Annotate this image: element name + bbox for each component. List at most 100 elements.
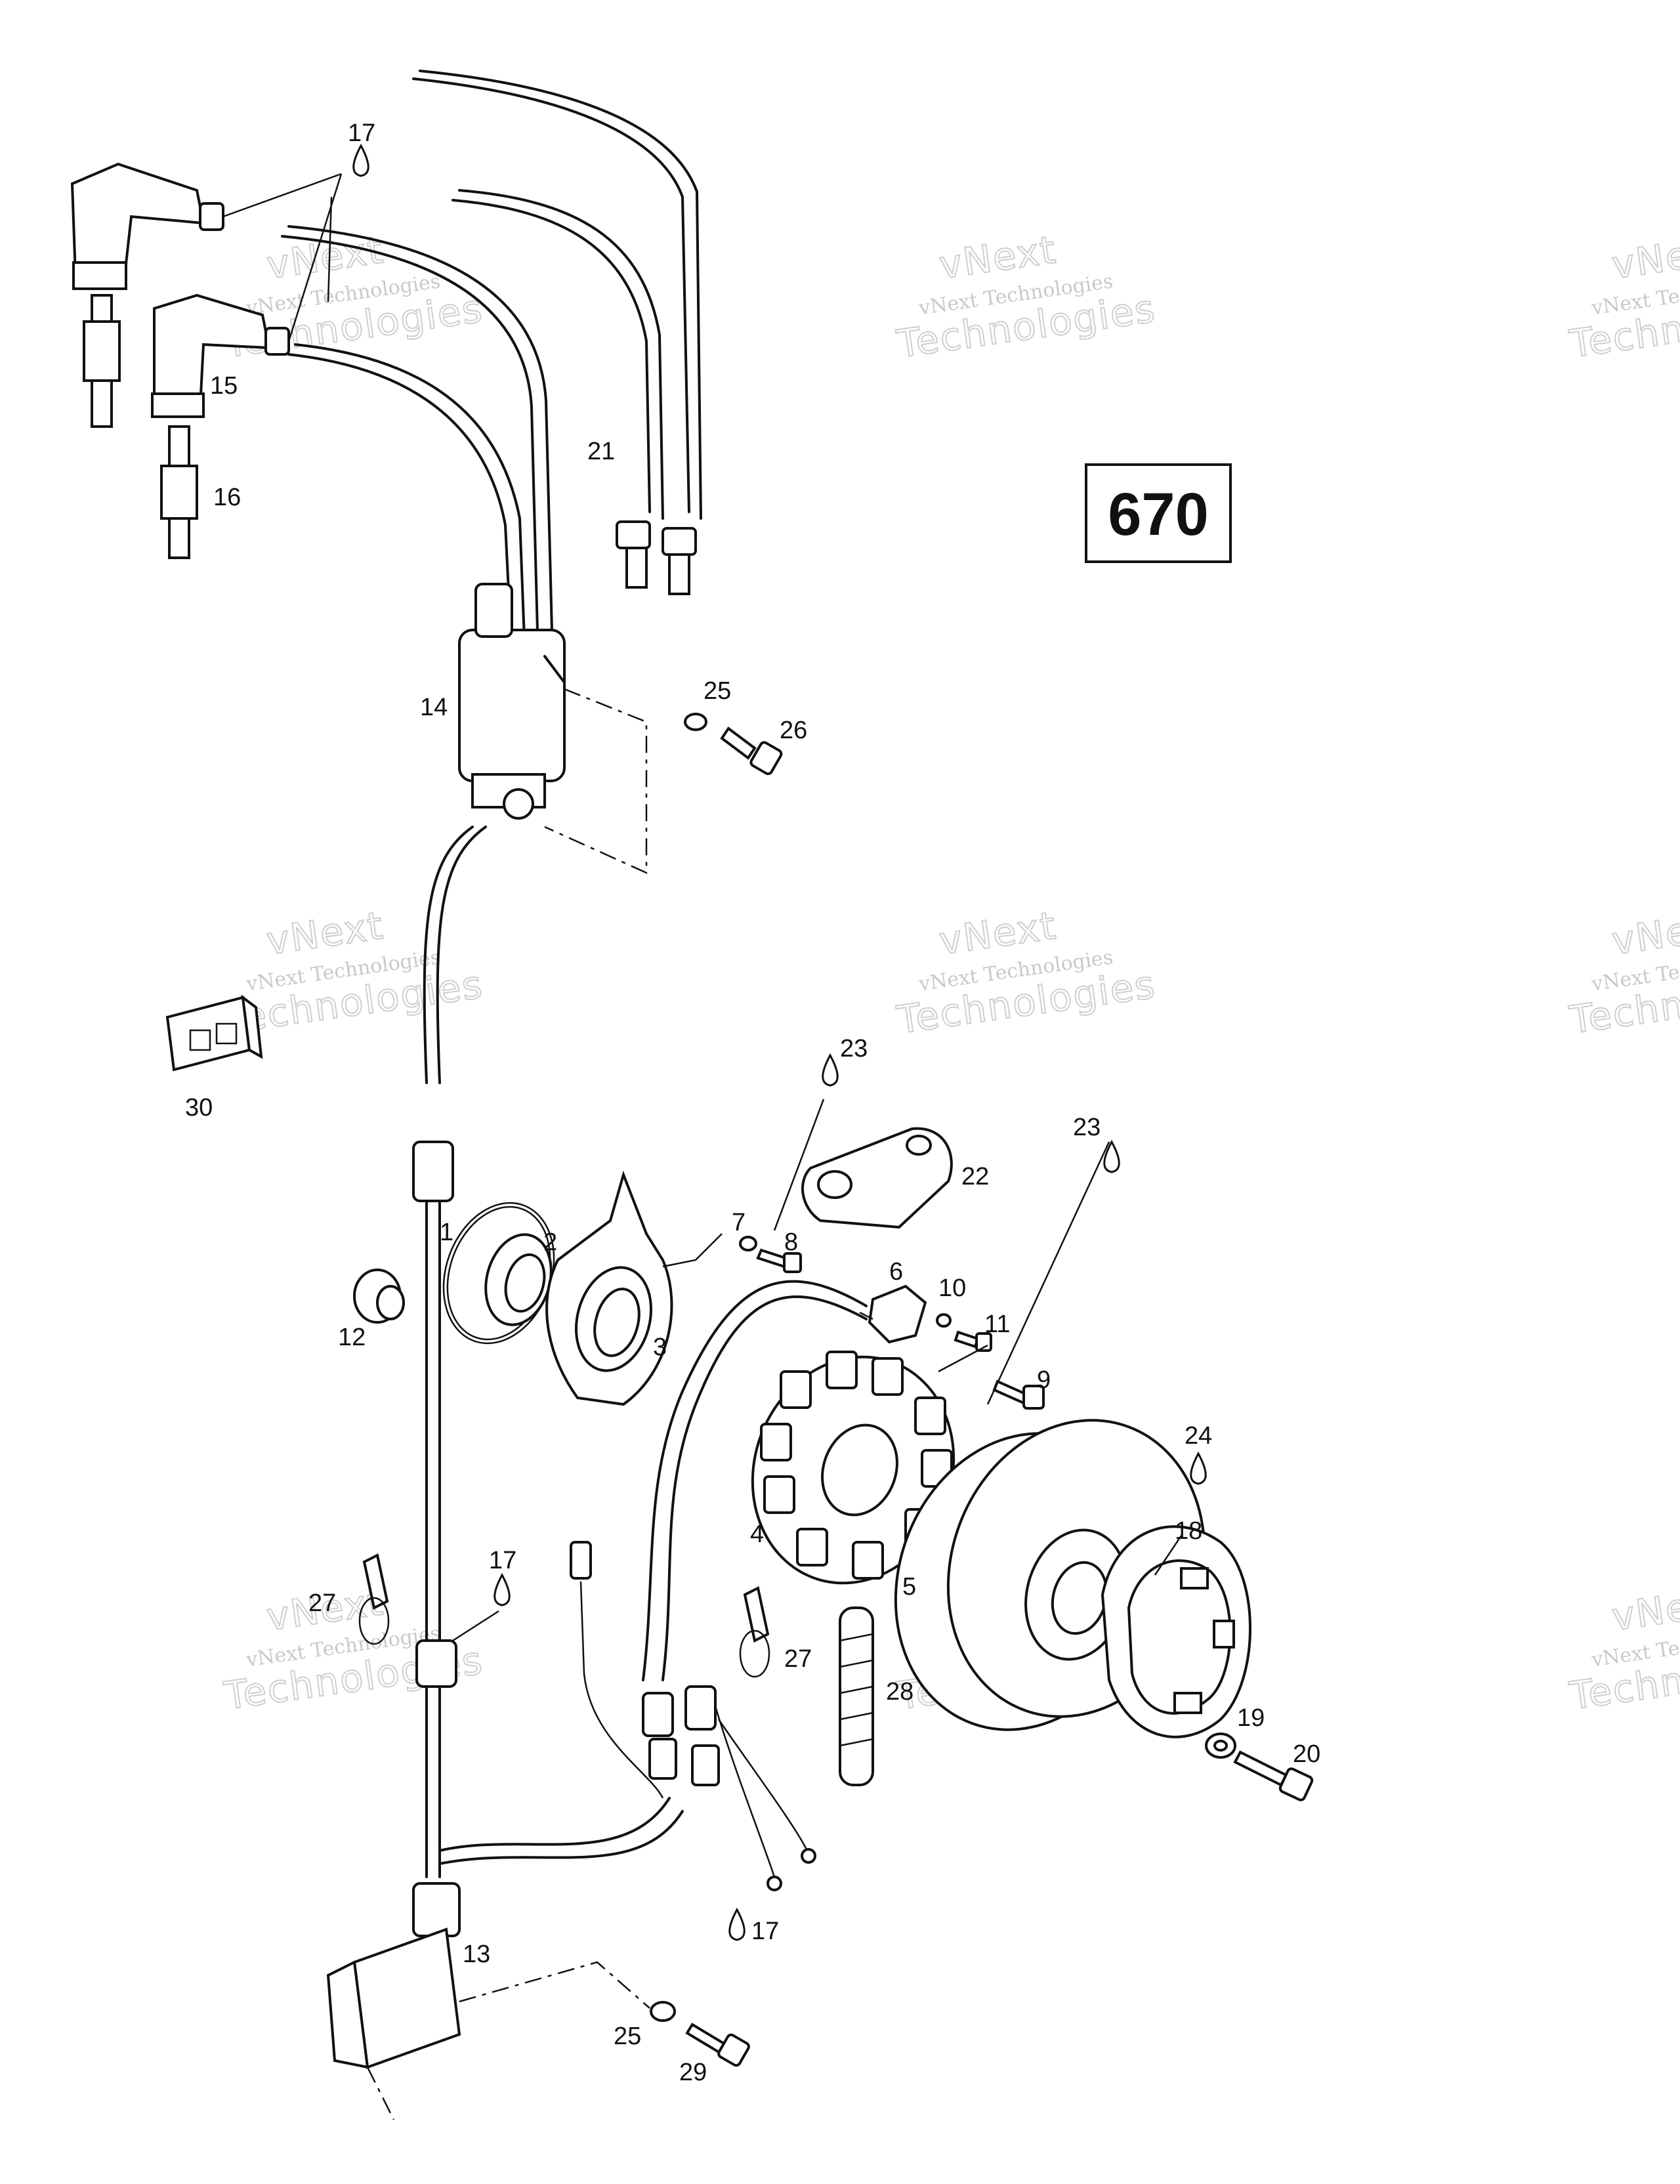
svg-text:24: 24 [1185, 1422, 1212, 1450]
oil-drop-icon [494, 1572, 511, 1606]
callout-27-left[interactable]: 27 [308, 1589, 336, 1617]
callout-8[interactable]: 8 [784, 1228, 798, 1256]
callout-23-left[interactable]: 23 [840, 1035, 868, 1062]
svg-text:8: 8 [784, 1228, 798, 1256]
cdi-mounting-line [366, 1961, 650, 2120]
leader-17-top [222, 173, 343, 342]
svg-text:6: 6 [889, 1258, 903, 1286]
callout-20[interactable]: 20 [1293, 1740, 1320, 1768]
ring-gear [1101, 1525, 1251, 1738]
trigger-coil-cover [801, 1127, 953, 1229]
oil-drop-icon [1190, 1451, 1207, 1485]
screw [756, 1248, 802, 1273]
svg-text:13: 13 [463, 1941, 490, 1968]
callout-27-right[interactable]: 27 [784, 1645, 812, 1673]
callout-4[interactable]: 4 [750, 1521, 764, 1548]
callout-30[interactable]: 30 [185, 1094, 213, 1122]
page-badge: 670 [1085, 463, 1232, 563]
watermark: vNext vNext Technologies Technologies [893, 902, 1159, 1043]
callout-24[interactable]: 24 [1185, 1422, 1212, 1450]
spark-plug-lower [160, 425, 198, 559]
callout-28[interactable]: 28 [886, 1678, 914, 1706]
trigger-coil [859, 1284, 927, 1344]
bolt-top [720, 726, 783, 776]
svg-text:10: 10 [938, 1274, 966, 1302]
svg-text:29: 29 [679, 2059, 707, 2086]
callout-17-top[interactable]: 17 [348, 119, 375, 147]
svg-text:670: 670 [1108, 481, 1209, 548]
svg-text:vNext: vNext [1609, 1579, 1680, 1639]
washer-top [684, 713, 707, 731]
svg-text:27: 27 [308, 1589, 336, 1617]
grommet [353, 1269, 405, 1324]
callout-7[interactable]: 7 [732, 1209, 746, 1236]
callout-17-mid[interactable]: 17 [489, 1547, 516, 1574]
callout-25-top[interactable]: 25 [704, 677, 731, 705]
callout-3[interactable]: 3 [653, 1334, 667, 1361]
leader-17-mid [452, 1610, 499, 1642]
connector-housing [165, 994, 263, 1072]
wire-harness [415, 1200, 816, 1891]
svg-text:14: 14 [420, 694, 448, 721]
callout-18[interactable]: 18 [1175, 1517, 1202, 1545]
magneto-housing [545, 1170, 673, 1406]
leader-18 [1154, 1535, 1183, 1576]
svg-text:vNext: vNext [936, 903, 1059, 963]
svg-text:9: 9 [1037, 1366, 1051, 1394]
washer [739, 1236, 757, 1251]
svg-text:vNext: vNext [936, 227, 1059, 287]
svg-text:25: 25 [614, 2023, 641, 2050]
bolt-bottom [685, 2023, 750, 2067]
spark-plug-cap-upper [70, 162, 224, 290]
callout-14[interactable]: 14 [420, 694, 448, 721]
oil-drop-icon [352, 143, 369, 177]
svg-text:1: 1 [440, 1219, 453, 1246]
callout-21[interactable]: 21 [587, 438, 615, 465]
callout-10[interactable]: 10 [938, 1274, 966, 1302]
callout-16[interactable]: 16 [213, 484, 241, 511]
callout-13[interactable]: 13 [463, 1941, 490, 1968]
svg-text:vNext: vNext [1609, 227, 1680, 287]
callout-1[interactable]: 1 [440, 1219, 453, 1246]
watermark: vNext vNext Technologies Technologies [1566, 902, 1680, 1043]
washer [936, 1313, 952, 1328]
oil-seal [484, 1233, 553, 1326]
svg-text:27: 27 [784, 1645, 812, 1673]
watermark: vNext vNext Technologies Technologies [893, 226, 1159, 368]
tie-strap-left [358, 1553, 390, 1645]
svg-text:25: 25 [704, 677, 731, 705]
svg-text:vNext: vNext [1609, 903, 1680, 963]
callout-labels: 17 15 16 21 14 25 26 30 23 22 23 1 2 7 8… [185, 119, 1320, 2086]
callout-6[interactable]: 6 [889, 1258, 903, 1286]
stator-screw [992, 1379, 1045, 1410]
svg-text:23: 23 [1073, 1114, 1101, 1141]
svg-text:28: 28 [886, 1678, 914, 1706]
callout-15[interactable]: 15 [210, 372, 238, 400]
callout-11[interactable]: 11 [984, 1311, 1010, 1338]
coil-lead [423, 826, 474, 1084]
callout-5[interactable]: 5 [902, 1573, 916, 1601]
svg-text:30: 30 [185, 1094, 213, 1122]
high-tension-wires [281, 70, 702, 658]
callout-19[interactable]: 19 [1237, 1704, 1265, 1732]
leader-23 [773, 1099, 825, 1231]
svg-text:11: 11 [984, 1311, 1010, 1338]
oil-drop-icon [728, 1907, 746, 1941]
callout-29[interactable]: 29 [679, 2059, 707, 2086]
coil-lead-connector [412, 1141, 454, 1202]
callout-17-bottom[interactable]: 17 [751, 1918, 779, 1945]
callout-22[interactable]: 22 [961, 1163, 989, 1190]
leader-7 [662, 1233, 723, 1268]
callout-26[interactable]: 26 [780, 717, 807, 744]
callout-25-bottom[interactable]: 25 [614, 2023, 641, 2050]
callout-2[interactable]: 2 [543, 1228, 557, 1256]
oil-drop-icon [1103, 1139, 1120, 1173]
svg-text:vNext: vNext [264, 903, 387, 963]
tie-strap-right [739, 1586, 770, 1678]
callout-12[interactable]: 12 [338, 1324, 366, 1351]
svg-text:22: 22 [961, 1163, 989, 1190]
svg-text:16: 16 [213, 484, 241, 511]
callout-9[interactable]: 9 [1037, 1366, 1051, 1394]
callout-23-right[interactable]: 23 [1073, 1114, 1101, 1141]
